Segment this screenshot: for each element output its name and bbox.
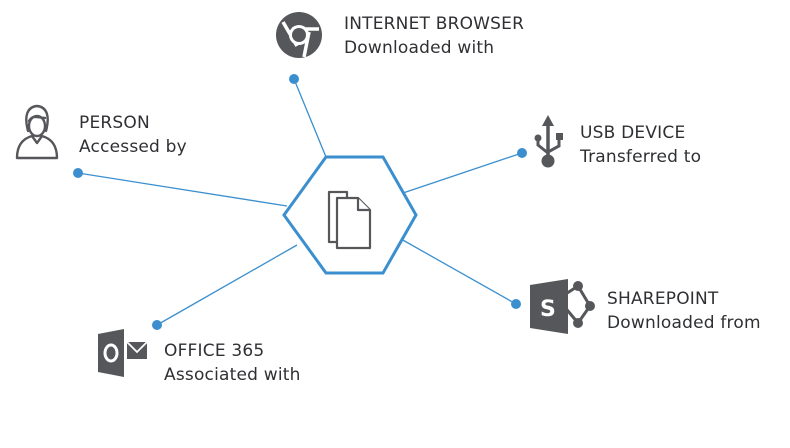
node-title: INTERNET BROWSER (344, 14, 525, 34)
person-icon (15, 104, 59, 160)
node-title: USB DEVICE (580, 123, 686, 143)
node-relation: Associated with (164, 365, 301, 385)
connector-internet-browser (293, 78, 327, 158)
chrome-browser-icon (276, 12, 322, 58)
node-title: OFFICE 365 (164, 341, 265, 361)
label-usb-device: USB DEVICE Transferred to (580, 121, 701, 169)
node-relation: Accessed by (79, 137, 187, 157)
node-relation: Downloaded with (344, 38, 495, 58)
node-title: PERSON (79, 113, 150, 133)
connectors (77, 78, 523, 326)
sharepoint-icon: S (530, 279, 595, 334)
dot-internet-browser[interactable] (289, 74, 299, 84)
node-relation: Downloaded from (607, 313, 761, 333)
endpoints (73, 74, 527, 330)
label-internet-browser: INTERNET BROWSER Downloaded with (344, 12, 524, 60)
dot-office-365[interactable] (152, 320, 162, 330)
outlook-icon (98, 329, 148, 377)
dot-sharepoint[interactable] (511, 299, 521, 309)
dot-person[interactable] (73, 168, 83, 178)
usb-icon (534, 115, 563, 168)
label-sharepoint: SHAREPOINT Downloaded from (607, 287, 761, 335)
label-person: PERSON Accessed by (79, 111, 187, 159)
label-office-365: OFFICE 365 Associated with (164, 339, 301, 387)
connector-usb-device (402, 152, 523, 194)
connector-office-365 (156, 244, 298, 326)
connector-sharepoint (400, 238, 517, 305)
node-title: SHAREPOINT (607, 289, 719, 309)
connector-person (77, 172, 288, 207)
center-node[interactable] (282, 155, 418, 275)
documents-icon (327, 190, 372, 250)
node-relation: Transferred to (580, 147, 702, 167)
svg-text:S: S (540, 297, 556, 322)
dot-usb-device[interactable] (517, 148, 527, 158)
